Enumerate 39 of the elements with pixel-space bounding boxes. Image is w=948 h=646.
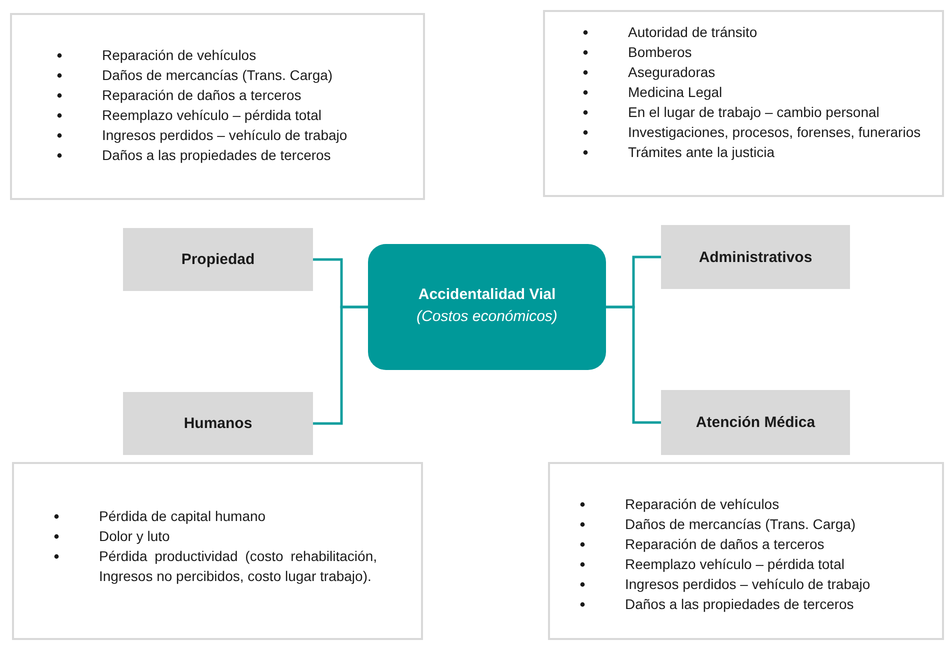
category-box	[661, 225, 850, 289]
category-label: Atención Médica	[696, 413, 816, 433]
bullet-text: Investigaciones, procesos, forenses, funerarios	[628, 124, 921, 140]
connector-line	[606, 306, 661, 424]
bullet-text: Bomberos	[628, 44, 692, 60]
bullet-text: Daños a las propiedades de terceros	[625, 596, 854, 612]
bullet-text: Ingresos perdidos – vehículo de trabajo	[625, 576, 870, 592]
category-box	[661, 390, 850, 455]
list-panel	[10, 13, 425, 200]
category-box	[123, 228, 313, 291]
connector-line	[313, 306, 368, 425]
central-topic-box	[368, 244, 606, 370]
list-panel	[548, 462, 944, 640]
bullet-text: Daños de mercancías (Trans. Carga)	[625, 516, 856, 532]
bullet-text: Pérdida productividad (costo rehabilitación, Ingresos no percibidos, costo lugar trabajo).	[99, 548, 377, 584]
topic-subtitle: (Costos económicos)	[416, 307, 558, 327]
bullet-text: Medicina Legal	[628, 84, 722, 100]
bullet-text: Ingresos perdidos – vehículo de trabajo	[102, 127, 348, 143]
bullet-text: Dolor y luto	[99, 528, 170, 544]
bullet-text: Reemplazo vehículo – pérdida total	[625, 556, 844, 572]
bullet-text: Pérdida de capital humano	[99, 508, 266, 524]
bullet-text: En el lugar de trabajo – cambio personal	[628, 104, 880, 120]
category-label: Humanos	[184, 414, 252, 434]
category-label: Propiedad	[181, 250, 255, 270]
category-label: Administrativos	[698, 248, 812, 268]
list-panel	[543, 10, 944, 197]
bullet-text: Reemplazo vehículo – pérdida total	[102, 107, 322, 123]
bullet-text: Daños de mercancías (Trans. Carga)	[102, 67, 333, 83]
bullet-text: Aseguradoras	[628, 64, 716, 80]
topic-title: Accidentalidad Vial	[418, 285, 556, 305]
bullet-text: Reparación de daños a terceros	[625, 536, 824, 552]
category-box	[123, 392, 313, 455]
bullet-text: Autoridad de tránsito	[628, 24, 758, 40]
bullet-text: Daños a las propiedades de terceros	[102, 147, 331, 163]
bullet-text: Reparación de vehículos	[625, 496, 780, 512]
bullet-text: Trámites ante la justicia	[628, 144, 775, 160]
bullet-text: Reparación de daños a terceros	[102, 87, 302, 103]
list-panel	[12, 462, 423, 640]
bullet-text: Reparación de vehículos	[102, 47, 256, 63]
